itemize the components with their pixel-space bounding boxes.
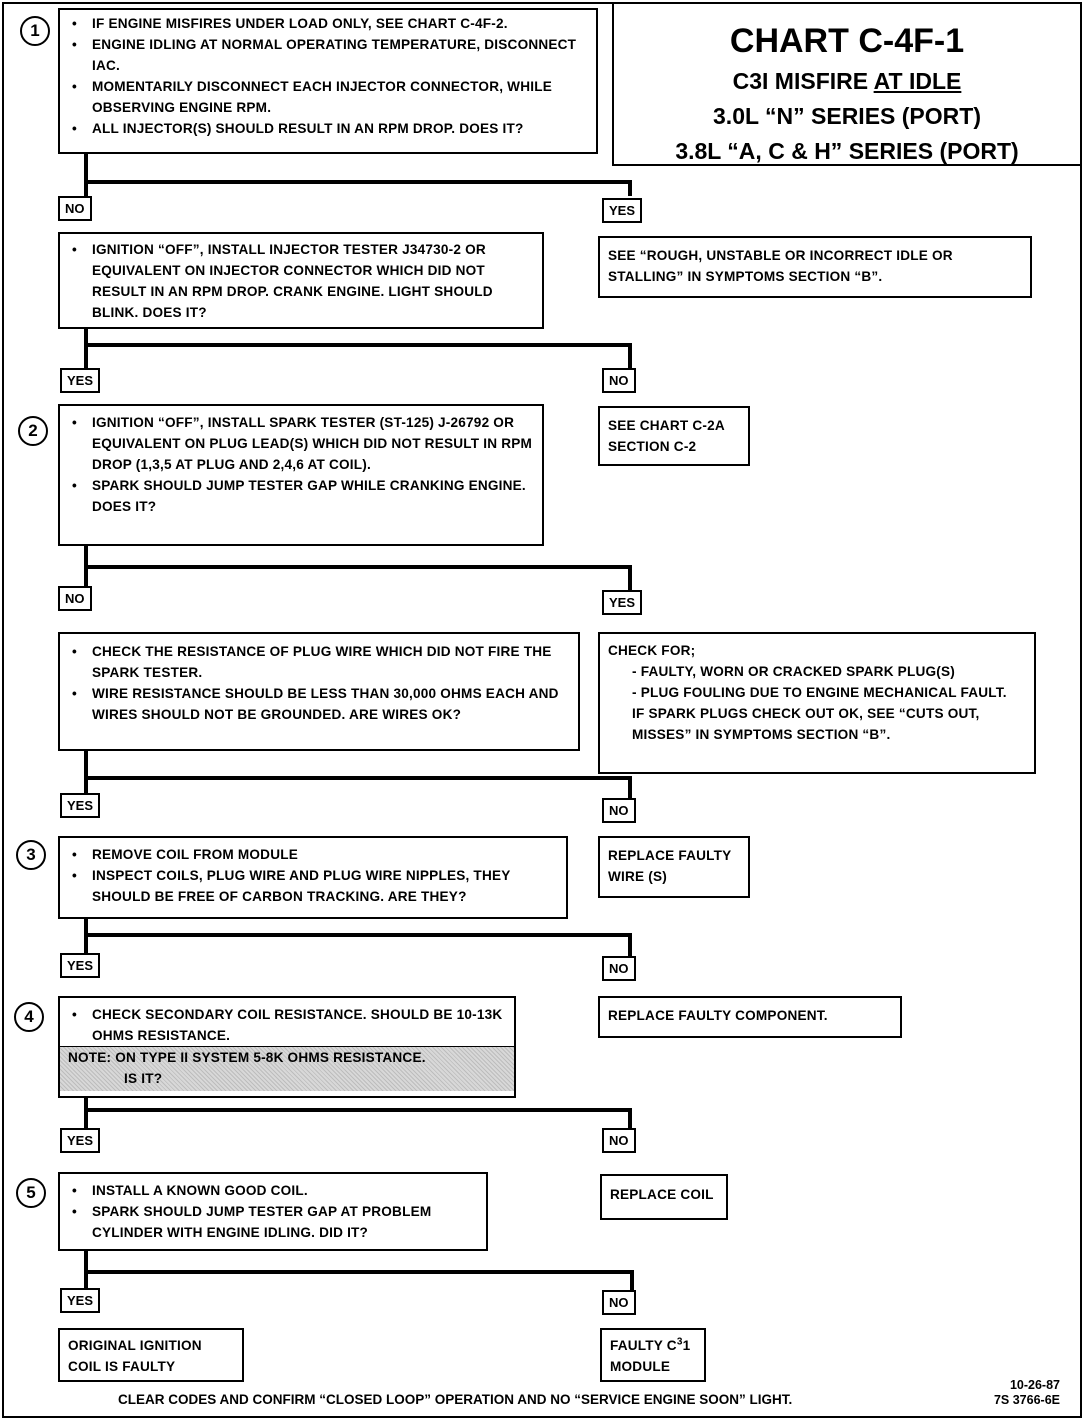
step-number-4: 4: [14, 1002, 44, 1032]
label-no: NO: [602, 1128, 636, 1153]
check-for-item: - PLUG FOULING DUE TO ENGINE MECHANICAL …: [632, 685, 1007, 700]
box-injector-tester: IGNITION “OFF”, INSTALL INJECTOR TESTER …: [58, 232, 544, 329]
box-plug-wire-resistance: CHECK THE RESISTANCE OF PLUG WIRE WHICH …: [58, 632, 580, 751]
box-step-4-item: CHECK SECONDARY COIL RESISTANCE. SHOULD …: [68, 1004, 506, 1046]
box-step-5-item: SPARK SHOULD JUMP TESTER GAP AT PROBLEM …: [68, 1201, 478, 1243]
stamp-date: 10-26-87: [1009, 1378, 1060, 1392]
footer-note: CLEAR CODES AND CONFIRM “CLOSED LOOP” OP…: [118, 1392, 793, 1407]
type-ii-note-question: IS IT?: [124, 1071, 163, 1086]
step-number-2: 2: [18, 416, 48, 446]
box-step-1-item: MOMENTARILY DISCONNECT EACH INJECTOR CON…: [68, 76, 588, 118]
label-yes: YES: [602, 198, 643, 223]
step-number-5: 5: [16, 1178, 46, 1208]
title-line-2: 3.0L “N” SERIES (PORT): [713, 103, 981, 129]
label-no: NO: [602, 798, 636, 823]
label-no: NO: [58, 586, 92, 611]
box-step-1-item: ENGINE IDLING AT NORMAL OPERATING TEMPER…: [68, 34, 588, 76]
box-step-5: INSTALL A KNOWN GOOD COIL. SPARK SHOULD …: [58, 1172, 488, 1251]
box-replace-wire: REPLACE FAULTY WIRE (S): [598, 836, 750, 898]
box-plug-wire-item: WIRE RESISTANCE SHOULD BE LESS THAN 30,0…: [68, 683, 570, 725]
title-line-3: 3.8L “A, C & H” SERIES (PORT): [675, 138, 1019, 164]
stamp-code: 7S 3766-6E: [993, 1393, 1060, 1407]
box-injector-tester-item: IGNITION “OFF”, INSTALL INJECTOR TESTER …: [68, 239, 534, 323]
box-step-3-item: INSPECT COILS, PLUG WIRE AND PLUG WIRE N…: [68, 865, 558, 907]
box-step-1-item: IF ENGINE MISFIRES UNDER LOAD ONLY, SEE …: [68, 13, 588, 34]
check-for-item: IF SPARK PLUGS CHECK OUT OK, SEE “CUTS O…: [632, 706, 980, 742]
document-stamp: 10-26-87 7S 3766-6E: [940, 1378, 1060, 1408]
label-yes: YES: [60, 793, 101, 818]
check-for-item: - FAULTY, WORN OR CRACKED SPARK PLUG(S): [632, 664, 955, 679]
box-see-chart-c2a: SEE CHART C-2A SECTION C-2: [598, 406, 750, 466]
label-no: NO: [602, 368, 636, 393]
box-plug-wire-item: CHECK THE RESISTANCE OF PLUG WIRE WHICH …: [68, 641, 570, 683]
box-replace-coil: REPLACE COIL: [600, 1174, 728, 1220]
box-rough-idle: SEE “ROUGH, UNSTABLE OR INCORRECT IDLE O…: [598, 236, 1032, 298]
label-no: NO: [58, 196, 92, 221]
chart-title-block: CHART C-4F-1 C3I MISFIRE AT IDLE 3.0L “N…: [612, 2, 1082, 166]
label-yes: YES: [602, 590, 643, 615]
label-no: NO: [602, 1290, 636, 1315]
box-check-spark-plugs: CHECK FOR; - FAULTY, WORN OR CRACKED SPA…: [598, 632, 1036, 774]
box-step-1: IF ENGINE MISFIRES UNDER LOAD ONLY, SEE …: [58, 8, 598, 154]
box-step-2-item: IGNITION “OFF”, INSTALL SPARK TESTER (ST…: [68, 412, 534, 475]
box-step-4: CHECK SECONDARY COIL RESISTANCE. SHOULD …: [58, 996, 516, 1098]
label-no: NO: [602, 956, 636, 981]
box-step-3: REMOVE COIL FROM MODULE INSPECT COILS, P…: [58, 836, 568, 919]
type-ii-note: NOTE: ON TYPE II SYSTEM 5-8K OHMS RESIST…: [60, 1046, 514, 1091]
label-yes: YES: [60, 368, 101, 393]
box-coil-faulty: ORIGINAL IGNITION COIL IS FAULTY: [58, 1328, 244, 1382]
box-step-1-list: IF ENGINE MISFIRES UNDER LOAD ONLY, SEE …: [68, 13, 588, 139]
step-number-3: 3: [16, 840, 46, 870]
box-step-5-item: INSTALL A KNOWN GOOD COIL.: [68, 1180, 478, 1201]
step-number-1: 1: [20, 16, 50, 46]
check-for-heading: CHECK FOR;: [608, 643, 696, 658]
box-replace-component: REPLACE FAULTY COMPONENT.: [598, 996, 902, 1038]
title-line-1: C3I MISFIRE AT IDLE: [732, 68, 962, 94]
type-ii-note-text: NOTE: ON TYPE II SYSTEM 5-8K OHMS RESIST…: [68, 1050, 426, 1065]
box-step-3-item: REMOVE COIL FROM MODULE: [68, 844, 558, 865]
box-step-2: IGNITION “OFF”, INSTALL SPARK TESTER (ST…: [58, 404, 544, 546]
box-step-1-item: ALL INJECTOR(S) SHOULD RESULT IN AN RPM …: [68, 118, 588, 139]
label-yes: YES: [60, 1288, 101, 1313]
label-yes: YES: [60, 1128, 101, 1153]
chart-number: CHART C-4F-1: [729, 22, 965, 60]
label-yes: YES: [60, 953, 101, 978]
box-faulty-module: FAULTY C31 MODULE: [600, 1328, 706, 1382]
box-step-2-item: SPARK SHOULD JUMP TESTER GAP WHILE CRANK…: [68, 475, 534, 517]
